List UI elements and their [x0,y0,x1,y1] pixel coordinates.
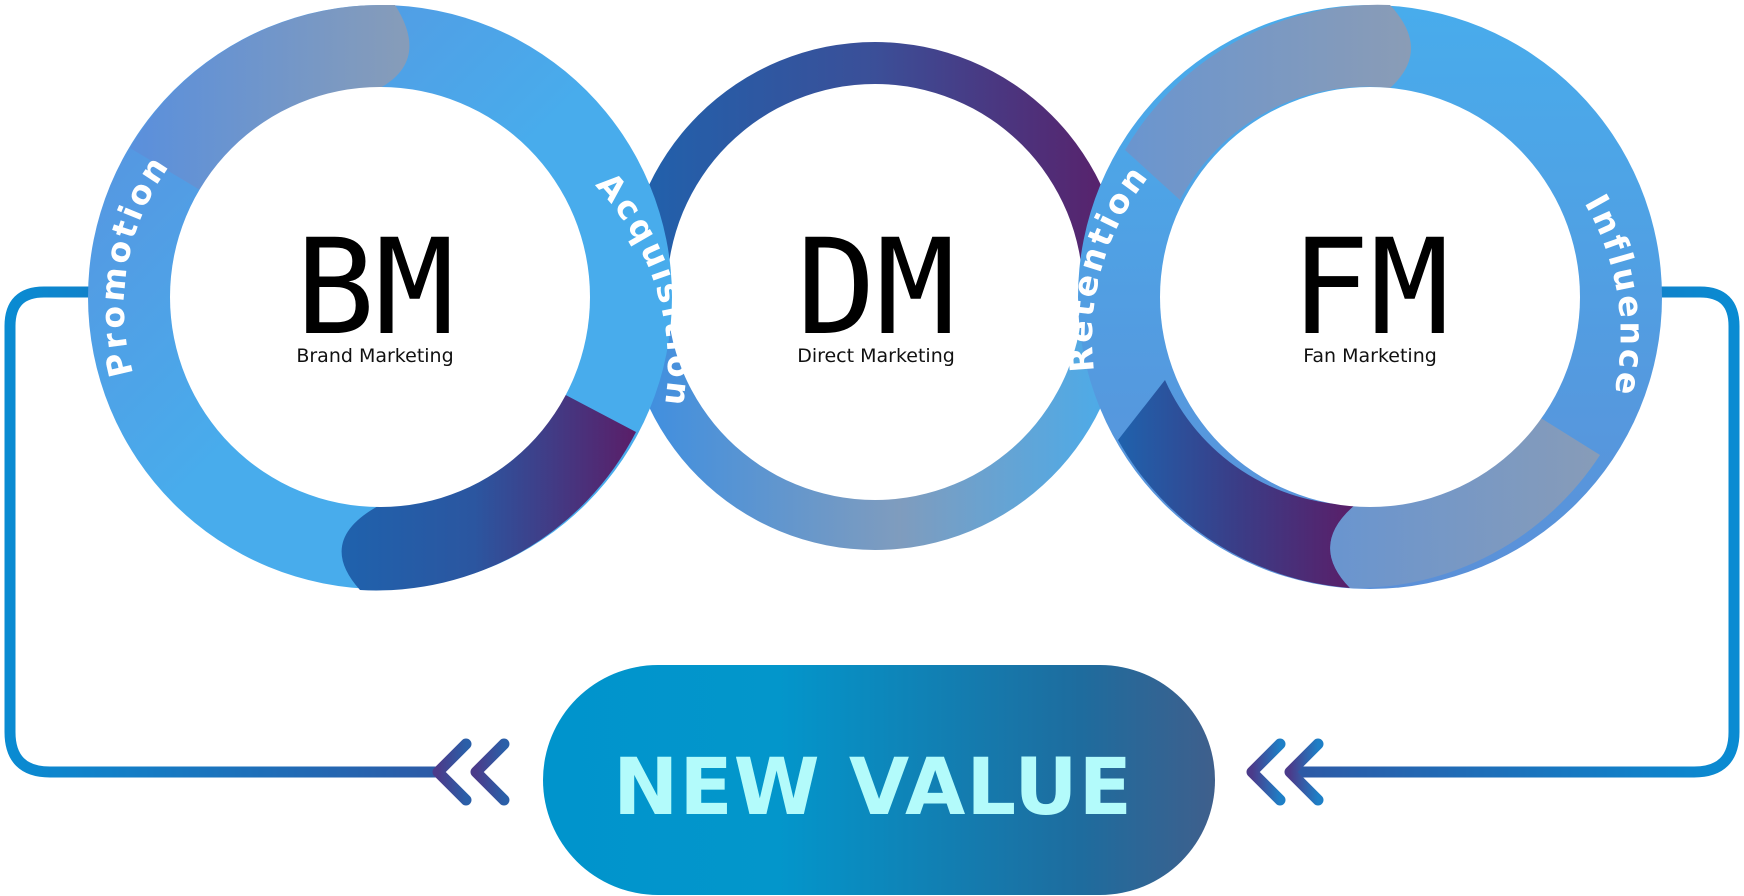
bm-full-name: Brand Marketing [296,345,453,367]
new-value-pill: NEW VALUE [543,665,1215,895]
circle-dm-content: DM Direct Marketing [797,211,956,367]
chevron-left-icon [432,738,472,806]
chevron-right-side-icon [1284,738,1324,806]
bm-abbreviation: BM [296,211,455,365]
connector-right [1296,286,1740,778]
ring-dm [625,42,1125,550]
dm-full-name: Direct Marketing [797,345,955,367]
connector-left [4,286,446,778]
circle-bm-content: BM Brand Marketing [296,211,455,367]
chevron-left-icon [470,738,510,806]
dm-abbreviation: DM [797,211,956,365]
circle-fm-content: FM Fan Marketing [1291,211,1450,367]
ring-bm [88,5,672,591]
fm-abbreviation: FM [1291,211,1450,365]
ring-fm [1078,4,1662,589]
fm-full-name: Fan Marketing [1303,345,1437,367]
connector-loop [4,286,1740,806]
chevron-right-side-icon [1246,738,1286,806]
new-value-label: NEW VALUE [613,743,1133,833]
